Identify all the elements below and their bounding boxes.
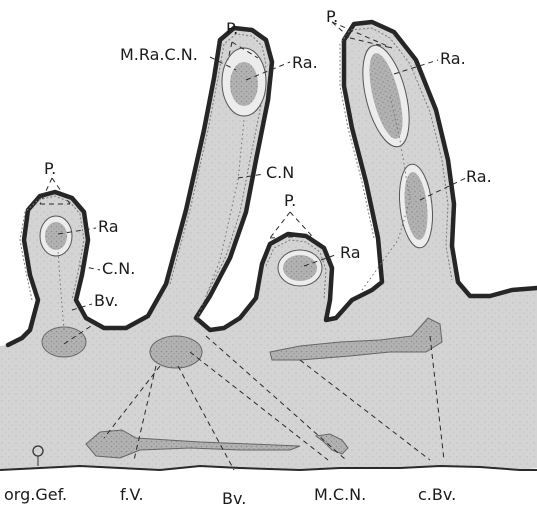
label-p-left: P.: [44, 159, 56, 178]
label-mcn: M.C.N.: [314, 485, 366, 504]
label-cbv: c.Bv.: [418, 485, 456, 504]
label-cn-center: C.N: [266, 163, 294, 182]
label-ra-right-upper: Ra.: [440, 49, 466, 68]
label-ra-top: Ra.: [292, 53, 318, 72]
label-cn-left: C.N.: [102, 259, 135, 278]
blood-vessel-center: [150, 336, 202, 368]
label-p-right: P.: [326, 7, 338, 26]
label-p-middle: P.: [284, 191, 296, 210]
label-ra-left: Ra: [98, 217, 119, 236]
label-bv-bottom: Bv.: [222, 489, 246, 508]
blood-vessel-left: [42, 327, 86, 357]
label-org-gef: org.Gef.: [4, 485, 67, 504]
label-bv-left: Bv.: [94, 291, 118, 310]
label-fv: f.V.: [120, 485, 144, 504]
label-p-top: P.: [226, 19, 238, 38]
label-mracn: M.Ra.C.N.: [120, 45, 198, 64]
label-ra-right-lower: Ra.: [466, 167, 492, 186]
label-ra-middle: Ra: [340, 243, 361, 262]
